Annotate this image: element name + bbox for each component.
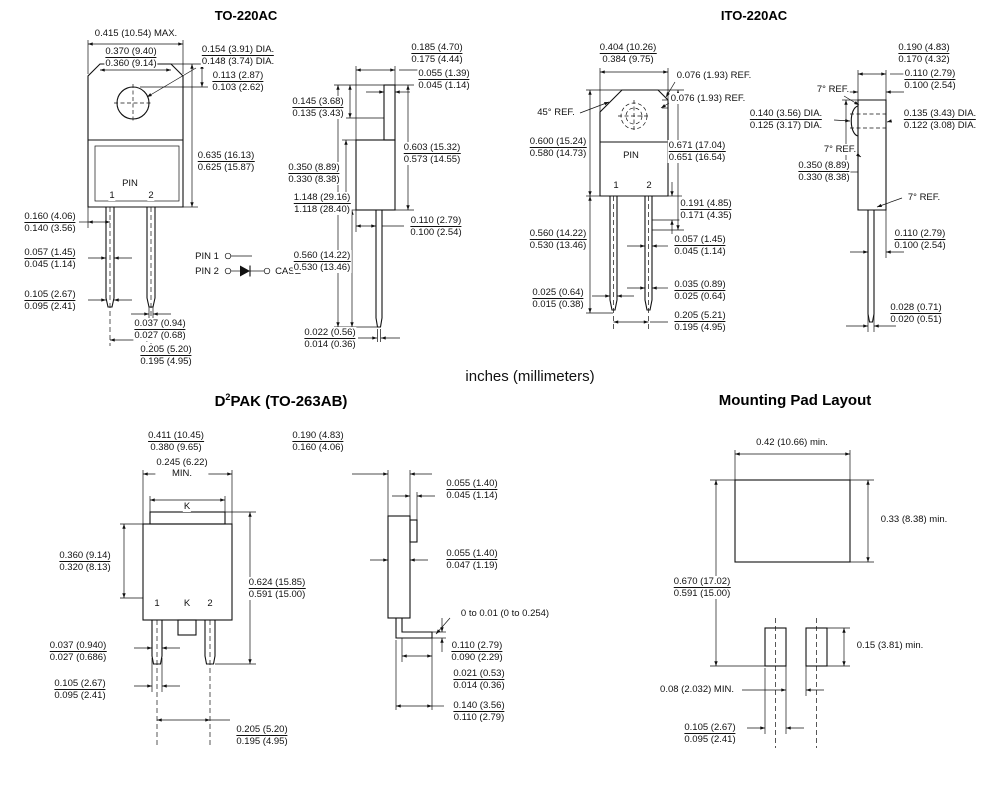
- dimension-label: 0.135 (3.43) DIA.0.122 (3.08) DIA.: [902, 108, 978, 131]
- d2pak-title-superscript: 2: [225, 392, 231, 402]
- d2pak-front-view-outline: [142, 511, 233, 745]
- dimension-label: 0.105 (2.67)0.095 (2.41): [23, 289, 77, 312]
- dimension-label: 0.624 (15.85)0.591 (15.00): [247, 577, 307, 600]
- dimension-label: 0.404 (10.26)0.384 (9.75): [598, 42, 658, 65]
- ito220-side-lead: [867, 210, 875, 323]
- dimension-label: 0.600 (15.24)0.580 (14.73): [528, 136, 588, 159]
- dimension-label: 0.670 (17.02)0.591 (15.00): [672, 576, 732, 599]
- dimension-label: 0.08 (2.032) MIN.: [659, 684, 735, 695]
- dimension-label: 0.360 (9.14)0.320 (8.13): [58, 550, 112, 573]
- dimension-label: 0.076 (1.93) REF.: [669, 93, 747, 104]
- dimension-label: 0.370 (9.40)0.360 (9.14): [104, 46, 158, 69]
- dimension-label: 0.055 (1.40)0.047 (1.19): [445, 548, 499, 571]
- ito220-boss-bulge: [850, 105, 859, 137]
- section-title-to220ac: TO-220AC: [214, 8, 278, 23]
- dimension-label: 7° REF.: [906, 192, 942, 203]
- dimension-label: 0.110 (2.79)0.100 (2.54): [409, 215, 463, 238]
- dimension-label: 0.076 (1.93) REF.: [675, 70, 753, 81]
- dimension-label: 0.33 (8.38) min.: [879, 514, 949, 525]
- dimension-label: 0.105 (2.67)0.095 (2.41): [53, 678, 107, 701]
- mounting-pad-layout-outline: [734, 479, 851, 748]
- dimension-label: 0.190 (4.83)0.170 (4.32): [897, 42, 951, 65]
- dimension-label: 7° REF.: [822, 144, 858, 155]
- schematic-case-label: CASE: [274, 266, 302, 277]
- dimension-label: 0.110 (2.79)0.090 (2.29): [450, 640, 504, 663]
- dimension-label: 0.205 (5.21)0.195 (4.95): [673, 310, 727, 333]
- dimension-label: 0.205 (5.20)0.195 (4.95): [139, 344, 193, 367]
- schematic-pin2-label: PIN 2: [194, 266, 220, 277]
- dimension-label: 45° REF.: [536, 107, 576, 118]
- ito220-pin1-number: 1: [612, 180, 620, 191]
- to220ac-side-view-outline: [355, 84, 396, 328]
- dimension-label: 0.113 (2.87)0.103 (2.62): [211, 70, 265, 93]
- dimension-label: 0.145 (3.68)0.135 (3.43): [291, 96, 345, 119]
- dimension-label: 0.037 (0.940)0.027 (0.686): [48, 640, 108, 663]
- to220-pin2-number: 2: [147, 190, 155, 201]
- dimension-label: 0.603 (15.32)0.573 (14.55): [402, 142, 462, 165]
- to220-pin-label: PIN: [121, 178, 139, 189]
- dimension-label: 0.205 (5.20)0.195 (4.95): [235, 724, 289, 747]
- d2pak-side-tab: [409, 519, 418, 543]
- tab-pad: [734, 479, 851, 563]
- dimension-label: 0.160 (4.06)0.140 (3.56): [23, 211, 77, 234]
- dimension-label: 0.140 (3.56)0.110 (2.79): [452, 700, 506, 723]
- dimension-label: 0.185 (4.70)0.175 (4.44): [410, 42, 464, 65]
- dimension-label: 0.671 (17.04)0.651 (16.54): [667, 140, 727, 163]
- dimension-label: 0.022 (0.56)0.014 (0.36): [303, 327, 357, 350]
- dimension-label: 0.350 (8.89)0.330 (8.38): [797, 160, 851, 183]
- units-caption: inches (millimeters): [465, 368, 595, 385]
- to220-pin1-number: 1: [108, 190, 116, 201]
- dimension-label: 0.105 (2.67)0.095 (2.41): [683, 722, 737, 745]
- dimension-label: 0.15 (3.81) min.: [855, 640, 925, 651]
- dimension-label: 0 to 0.01 (0 to 0.254): [459, 608, 551, 619]
- dimension-label: 0.411 (10.45)0.380 (9.65): [147, 430, 205, 453]
- dimension-label: 0.110 (2.79)0.100 (2.54): [893, 228, 947, 251]
- d2pak-tab-k-label: K: [182, 501, 192, 512]
- dimension-label: 0.055 (1.39)0.045 (1.14): [417, 68, 471, 91]
- d2pak-pin1-number: 1: [153, 598, 161, 609]
- dimension-label: 0.140 (3.56) DIA.0.125 (3.17) DIA.: [748, 108, 824, 131]
- dimension-label: 1.148 (29.16)1.118 (28.40): [292, 192, 352, 215]
- ito220-pin2-number: 2: [645, 180, 653, 191]
- dimension-label: 0.154 (3.91) DIA.0.148 (3.74) DIA.: [200, 44, 276, 67]
- d2pak-pink-number: K: [182, 598, 192, 609]
- dimension-label: 0.055 (1.40)0.045 (1.14): [445, 478, 499, 501]
- section-title-ito220ac: ITO-220AC: [720, 8, 788, 23]
- dimension-label: 7° REF.: [815, 84, 851, 95]
- dimension-label: 0.021 (0.53)0.014 (0.36): [452, 668, 506, 691]
- dimension-label: 0.037 (0.94)0.027 (0.68): [133, 318, 187, 341]
- dimension-label: 0.191 (4.85)0.171 (4.35): [679, 198, 733, 221]
- dimension-label: 0.560 (14.22)0.530 (13.46): [528, 228, 588, 251]
- d2pak-side-dimension-lines: [352, 470, 451, 710]
- dimension-label: 0.560 (14.22)0.530 (13.46): [292, 250, 352, 273]
- d2pak-pin2-number: 2: [206, 598, 214, 609]
- dimension-label: 0.415 (10.54) MAX.: [93, 28, 179, 39]
- dimension-label: 0.028 (0.71)0.020 (0.51): [889, 302, 943, 325]
- dimension-label: 0.025 (0.64)0.015 (0.38): [531, 287, 585, 310]
- mounting-pad-dimension-lines: [710, 450, 874, 734]
- d2pak-title-prefix: D: [214, 393, 226, 410]
- dimension-label: 0.635 (16.13)0.625 (15.87): [196, 150, 256, 173]
- dimension-label: 0.057 (1.45)0.045 (1.14): [23, 247, 77, 270]
- ito220-pin-label: PIN: [622, 150, 640, 161]
- d2pak-title-rest: PAK (TO-263AB): [230, 393, 348, 410]
- section-title-d2pak: D2PAK (TO-263AB): [214, 392, 348, 410]
- dimension-label: 0.350 (8.89)0.330 (8.38): [287, 162, 341, 185]
- to220ac-diode-schematic: [224, 252, 271, 277]
- dimension-label: 0.245 (6.22)MIN.: [155, 457, 209, 479]
- to220ac-front-dimension-lines: [79, 40, 208, 342]
- dimension-label: 0.42 (10.66) min.: [755, 437, 829, 448]
- dimension-label: 0.190 (4.83)0.160 (4.06): [291, 430, 345, 453]
- d2pak-center-stub: [177, 619, 197, 636]
- dimension-label: 0.057 (1.45)0.045 (1.14): [673, 234, 727, 257]
- dimension-label: 0.110 (2.79)0.100 (2.54): [903, 68, 957, 91]
- schematic-pin1-label: PIN 1: [194, 251, 220, 262]
- diode-symbol: [240, 265, 250, 277]
- section-title-mounting-pad: Mounting Pad Layout: [718, 392, 872, 409]
- dimension-label: 0.035 (0.89)0.025 (0.64): [673, 279, 727, 302]
